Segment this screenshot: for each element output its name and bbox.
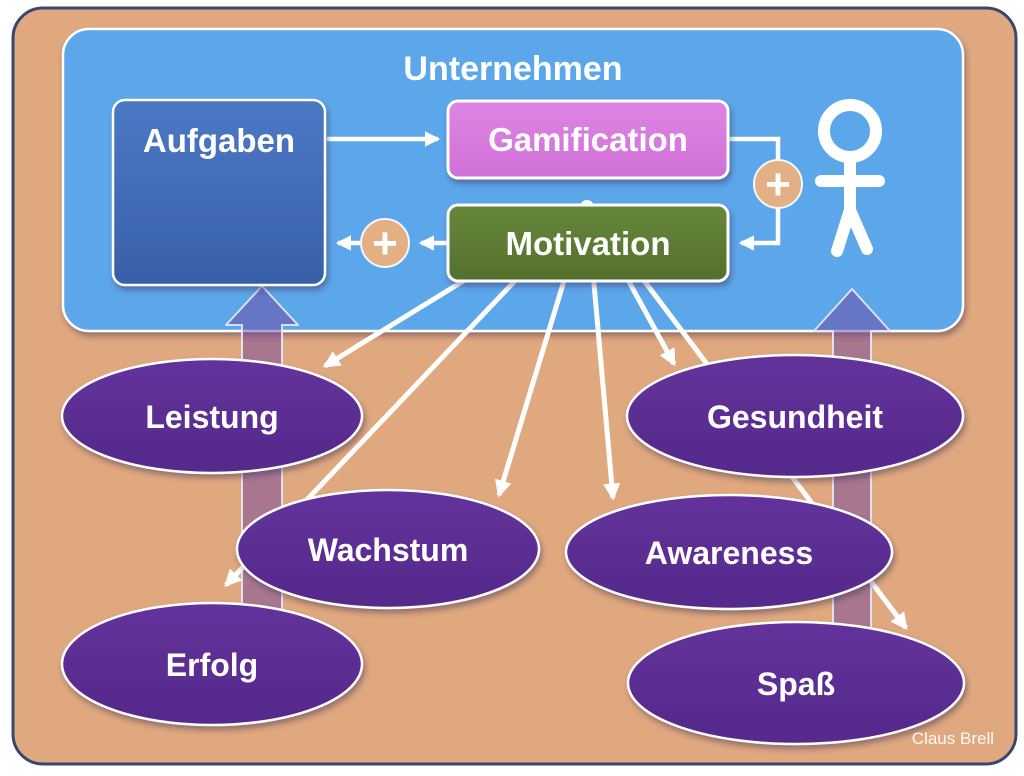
ellipse-awareness-label: Awareness bbox=[645, 535, 813, 571]
box-motivation bbox=[446, 203, 730, 283]
panel-title: Unternehmen bbox=[403, 50, 622, 88]
plus-sign-right: + bbox=[765, 160, 791, 209]
ellipse-wachstum bbox=[235, 488, 541, 610]
ellipse-gesundheit bbox=[625, 353, 965, 479]
ellipse-wachstum-label: Wachstum bbox=[308, 532, 469, 568]
plus-badges: + + bbox=[360, 159, 803, 268]
plus-circle-left bbox=[360, 218, 410, 268]
ellipse-erfolg bbox=[60, 601, 364, 727]
box-gamification-label: Gamification bbox=[488, 121, 688, 158]
ellipse-spass-label: Spaß bbox=[757, 666, 835, 702]
ellipse-erfolg-label: Erfolg bbox=[166, 647, 258, 683]
outcome-ellipses: Leistung Wachstum Erfolg Gesundheit Awar… bbox=[60, 353, 966, 746]
process-boxes: Aufgaben Gamification Motivation bbox=[111, 98, 730, 287]
person-right-leg bbox=[844, 204, 873, 255]
ellipse-gesundheit-label: Gesundheit bbox=[707, 399, 883, 435]
box-motivation-label: Motivation bbox=[506, 225, 671, 262]
attribution-text: Claus Brell bbox=[912, 729, 994, 748]
plus-sign-left: + bbox=[372, 219, 398, 268]
person-icon bbox=[815, 99, 885, 257]
ellipse-leistung-label: Leistung bbox=[145, 399, 278, 435]
box-gamification bbox=[446, 99, 730, 180]
ellipse-leistung bbox=[60, 357, 364, 475]
box-aufgaben bbox=[111, 98, 327, 287]
ellipse-awareness bbox=[564, 493, 894, 611]
plus-circle-right bbox=[753, 159, 803, 209]
box-aufgaben-label: Aufgaben bbox=[143, 122, 295, 159]
ellipse-spass bbox=[626, 620, 966, 746]
